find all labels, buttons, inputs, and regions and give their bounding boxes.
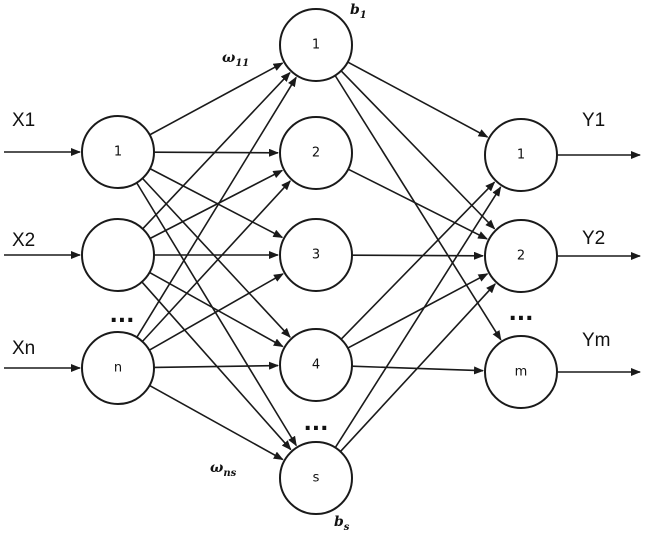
output-node-1-circle [484,219,558,293]
bias-top-label: b1 [350,2,367,21]
hidden-node-3-circle [279,328,353,402]
hidden-node-2: 3 [279,218,353,292]
edge-input-2-hidden-1 [141,180,291,343]
edge-hidden-0-output-1 [340,70,496,230]
edge-input-2-hidden-2 [148,273,284,351]
hidden-node-1-label: 2 [312,146,320,161]
input-node-1-circle [81,218,155,292]
edge-hidden-4-output-1 [339,283,496,453]
hidden-ellipsis: ... [303,411,328,436]
input-ellipsis: ... [109,303,134,328]
input-node-2-label: n [114,361,122,376]
edge-input-0-hidden-0 [149,62,284,136]
input-node-0-label: 1 [114,145,122,160]
output-label-ym: Ym [582,330,611,351]
input-node-0: 1 [81,115,155,189]
hidden-node-0: 1 [279,8,353,82]
edge-hidden-2-output-1 [351,251,485,260]
input-node-0-circle [81,115,155,189]
edge-hidden-3-output-0 [340,181,496,340]
edge-input-0-hidden-3 [141,177,291,338]
weight-bottom-label: ωns [210,460,237,479]
edge-input-1-hidden-0 [142,71,291,230]
edge-hidden-4-output-0 [334,186,502,449]
edge-input-2-hidden-4 [149,384,284,461]
hidden-node-1-circle [279,116,353,190]
edge-input-0-hidden-4 [136,182,297,447]
hidden-node-4-circle [279,441,353,515]
output-label-y2: Y2 [582,228,605,249]
network-nodes: 1 n 1 2 3 4 s 1 2 m [81,8,558,515]
edge-input-0-hidden-1 [153,148,280,157]
hidden-node-0-circle [279,8,353,82]
hidden-node-2-circle [279,218,353,292]
edge-hidden-3-output-1 [347,273,489,349]
output-ellipsis: ... [508,301,533,326]
hidden-node-2-label: 3 [312,248,320,263]
output-node-1: 2 [484,219,558,293]
output-node-0: 1 [484,118,558,192]
input-label-x2: X2 [12,230,35,251]
edge-input-1-hidden-3 [149,271,284,348]
output-node-2-circle [484,335,558,409]
output-label-y1: Y1 [582,110,605,131]
hidden-node-3-label: 4 [312,358,320,373]
edge-hidden-1-output-1 [347,168,488,240]
input-label-x1: X1 [12,110,35,131]
output-node-2: m [484,335,558,409]
bias-bottom-label: bs [334,514,350,533]
edge-input-2-hidden-0 [136,76,297,338]
input-label-xn: Xn [12,338,35,359]
hidden-node-4: s [279,441,353,515]
input-node-1 [81,218,155,292]
input-node-2: n [81,331,155,405]
edge-input-2-hidden-3 [153,361,280,370]
edge-input-1-hidden-1 [149,169,284,240]
edge-hidden-0-output-2 [334,75,502,341]
hidden-node-0-label: 1 [312,38,320,53]
io-arrows [4,148,641,376]
connection-edges [136,61,502,461]
output-node-2-label: m [515,365,528,380]
edge-input-0-hidden-2 [149,167,284,239]
output-node-0-label: 1 [517,148,525,163]
output-node-1-label: 2 [517,249,525,264]
edge-hidden-0-output-0 [347,61,489,138]
hidden-node-3: 4 [279,328,353,402]
hidden-node-4-label: s [313,471,320,486]
input-node-2-circle [81,331,155,405]
weight-top-label: ω11 [222,50,249,69]
output-node-0-circle [484,118,558,192]
hidden-node-1: 2 [279,116,353,190]
